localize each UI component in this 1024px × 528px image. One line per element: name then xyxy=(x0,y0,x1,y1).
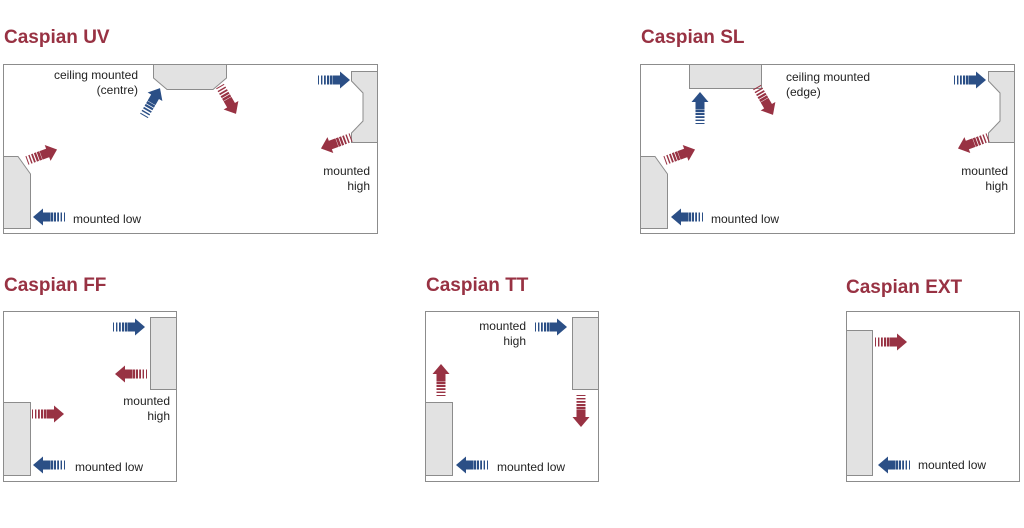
uv-ceiling-label-line1: ceiling mounted xyxy=(53,68,138,82)
ff-high-outflow-arrow xyxy=(113,364,149,384)
tt-high-unit xyxy=(572,317,599,390)
ff-high-label: mounted high xyxy=(123,394,170,424)
caspian-uv-room xyxy=(3,64,378,234)
tt-low-label: mounted low xyxy=(497,460,566,474)
uv-ceiling-outflow-arrow xyxy=(210,83,246,114)
ext-outflow-arrow xyxy=(873,332,909,352)
uv-high-outflow-arrow xyxy=(318,133,354,154)
tt-high-label-line1: mounted xyxy=(479,319,526,333)
uv-high-label: mounted high xyxy=(323,164,370,194)
tt-low-intake-arrow xyxy=(454,455,490,475)
ext-unit xyxy=(846,330,873,476)
uv-ceiling-intake-arrow xyxy=(134,88,170,119)
sl-high-label-line1: mounted xyxy=(961,164,1008,178)
sl-ceiling-unit xyxy=(689,64,762,89)
caspian-sl-room xyxy=(640,64,1015,234)
ext-low-label: mounted low xyxy=(918,458,987,472)
uv-low-outflow-arrow xyxy=(24,144,60,165)
sl-high-outflow-arrow xyxy=(955,133,991,154)
sl-low-unit xyxy=(640,156,668,229)
sl-high-intake-arrow xyxy=(952,70,988,90)
sl-ceiling-intake-arrow xyxy=(682,92,718,124)
ff-low-unit xyxy=(3,402,31,476)
uv-high-intake-arrow xyxy=(316,70,352,90)
sl-high-label: mounted high xyxy=(961,164,1008,194)
tt-high-label: mounted high xyxy=(479,319,526,349)
ext-intake-arrow xyxy=(876,455,912,475)
caspian-ff-title: Caspian FF xyxy=(4,275,107,296)
caspian-tt-room xyxy=(425,311,599,482)
ff-low-label: mounted low xyxy=(75,460,144,474)
caspian-ff-room xyxy=(3,311,177,482)
uv-low-label: mounted low xyxy=(73,212,142,226)
uv-high-label-line1: mounted xyxy=(323,164,370,178)
caspian-uv-title: Caspian UV xyxy=(4,27,110,48)
sl-ceiling-label: ceiling mounted (edge) xyxy=(786,70,870,100)
uv-high-label-line2: high xyxy=(347,179,370,193)
sl-low-intake-arrow xyxy=(669,207,705,227)
uv-ceiling-label-line2: (centre) xyxy=(96,83,138,97)
tt-low-unit xyxy=(425,402,453,476)
uv-low-unit xyxy=(3,156,31,229)
sl-low-outflow-arrow xyxy=(662,144,698,165)
ff-low-outflow-arrow xyxy=(30,404,66,424)
uv-ceiling-unit xyxy=(153,64,227,90)
ff-high-label-line1: mounted xyxy=(123,394,170,408)
tt-high-outflow-arrow xyxy=(563,395,599,427)
sl-high-label-line2: high xyxy=(985,179,1008,193)
caspian-tt-title: Caspian TT xyxy=(426,275,529,296)
caspian-sl-title: Caspian SL xyxy=(641,27,745,48)
sl-ceiling-label-line2: (edge) xyxy=(786,85,821,99)
sl-high-unit xyxy=(988,71,1015,143)
tt-high-intake-arrow xyxy=(533,317,569,337)
ff-high-label-line2: high xyxy=(147,409,170,423)
ff-high-unit xyxy=(150,317,177,390)
sl-low-label: mounted low xyxy=(711,212,780,226)
sl-ceiling-outflow-arrow xyxy=(747,84,783,115)
caspian-ext-title: Caspian EXT xyxy=(846,277,963,298)
uv-high-unit xyxy=(351,71,378,143)
uv-low-intake-arrow xyxy=(31,207,67,227)
uv-ceiling-label: ceiling mounted (centre) xyxy=(54,68,138,98)
ff-high-intake-arrow xyxy=(111,317,147,337)
tt-low-outflow-arrow xyxy=(423,364,459,396)
tt-high-label-line2: high xyxy=(503,334,526,348)
sl-ceiling-label-line1: ceiling mounted xyxy=(786,70,871,84)
ff-low-intake-arrow xyxy=(31,455,67,475)
